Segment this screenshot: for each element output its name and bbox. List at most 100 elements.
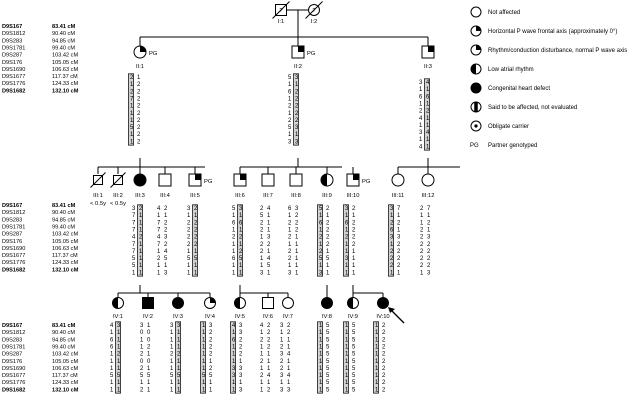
fill-full [172,297,184,309]
marker-position: 103.42 cM [52,53,78,59]
allele: 7 [132,213,136,219]
allele: 2 [420,227,424,233]
allele: 2 [239,352,243,358]
allele: 1 [170,359,174,365]
allele: 1 [239,227,243,233]
allele: 2 [187,227,191,233]
allele: 1 [319,263,323,269]
allele: 1 [280,380,284,386]
allele: 0 [147,330,151,336]
allele: 1 [345,359,349,365]
allele: 3 [239,323,243,329]
person-id: III:2 [113,193,123,199]
marker-position: 103.42 cM [52,352,78,358]
allele: 5 [352,352,356,358]
allele: 1 [319,380,323,386]
proband-arrow [389,308,405,324]
allele: 1 [419,101,423,107]
symbol-outline [320,173,334,187]
allele: 1 [232,380,236,386]
allele: 3 [280,323,284,329]
allele: 2 [137,125,141,131]
allele: 2 [209,330,213,336]
person-id: IV:6 [263,314,273,320]
allele: 1 [239,213,243,219]
legend-label: Said to be affected, not evaluated [488,105,577,111]
person-id: III:7 [263,193,273,199]
allele: 1 [426,137,430,143]
allele: 2 [139,206,143,212]
allele: 1 [352,263,356,269]
symbol-outline [421,173,435,187]
person-IV-1 [112,297,124,309]
allele: 2 [397,242,401,248]
person-id: IV:10 [376,314,389,320]
person-id: II:3 [424,64,432,70]
allele: 2 [288,104,292,110]
allele: 3 [280,387,284,393]
allele: 1 [232,263,236,269]
legend-swatch-none [470,6,482,18]
fill-full [471,83,481,93]
allele: 1 [232,213,236,219]
allele: 1 [345,323,349,329]
allele: 3 [390,235,394,241]
allele: 1 [260,352,264,358]
allele: 2 [239,235,243,241]
symbol-outline [234,297,246,309]
marker-name: D9S1812 [2,31,25,37]
allele: 1 [130,111,134,117]
fill-quadrant [428,52,434,58]
allele: 7 [132,242,136,248]
allele: 2 [239,337,243,343]
marker-name: D9S1812 [2,330,25,336]
allele: 1 [194,270,198,276]
allele: 1 [130,104,134,110]
allele: 6 [419,94,423,100]
allele: 1 [117,380,121,386]
allele: 4 [157,206,161,212]
allele: 3 [295,125,299,131]
allele: 5 [202,373,206,379]
allele: 1 [345,387,349,393]
allele: 1 [352,213,356,219]
legend-swatch-lowatrial [470,63,482,75]
allele: 1 [419,137,423,143]
deceased-slash [110,172,126,188]
allele: 2 [427,220,431,226]
allele: 2 [232,235,236,241]
allele: 2 [288,235,292,241]
allele: 2 [260,249,264,255]
unknown-mark: ? [279,8,283,14]
allele: 2 [326,242,330,248]
allele: 2 [420,256,424,262]
allele: 2 [280,366,284,372]
allele: 1 [397,227,401,233]
marker-name: D9S287 [2,232,22,238]
allele: 5 [352,323,356,329]
symbol-outline [233,173,247,187]
allele: 1 [187,249,191,255]
allele: 1 [345,373,349,379]
fill-quadrant [140,52,146,58]
marker-name: D9S1682 [2,387,25,393]
allele: 1 [288,242,292,248]
allele: 5 [132,256,136,262]
person-id: III:1 [93,193,103,199]
person-IV-6 [262,297,274,309]
allele: 2 [194,235,198,241]
marker-position: 83.41 cM [52,203,76,209]
person-id: IV:3 [173,314,183,320]
person-id: IV:9 [348,314,358,320]
allele: 1 [239,263,243,269]
fill-bar [474,102,478,112]
allele: 3 [117,323,121,329]
allele: 1 [164,213,168,219]
marker-position: 106.63 cM [52,67,78,73]
allele: 2 [397,220,401,226]
allele: 3 [239,373,243,379]
allele: 5 [194,256,198,262]
allele: 1 [267,270,271,276]
